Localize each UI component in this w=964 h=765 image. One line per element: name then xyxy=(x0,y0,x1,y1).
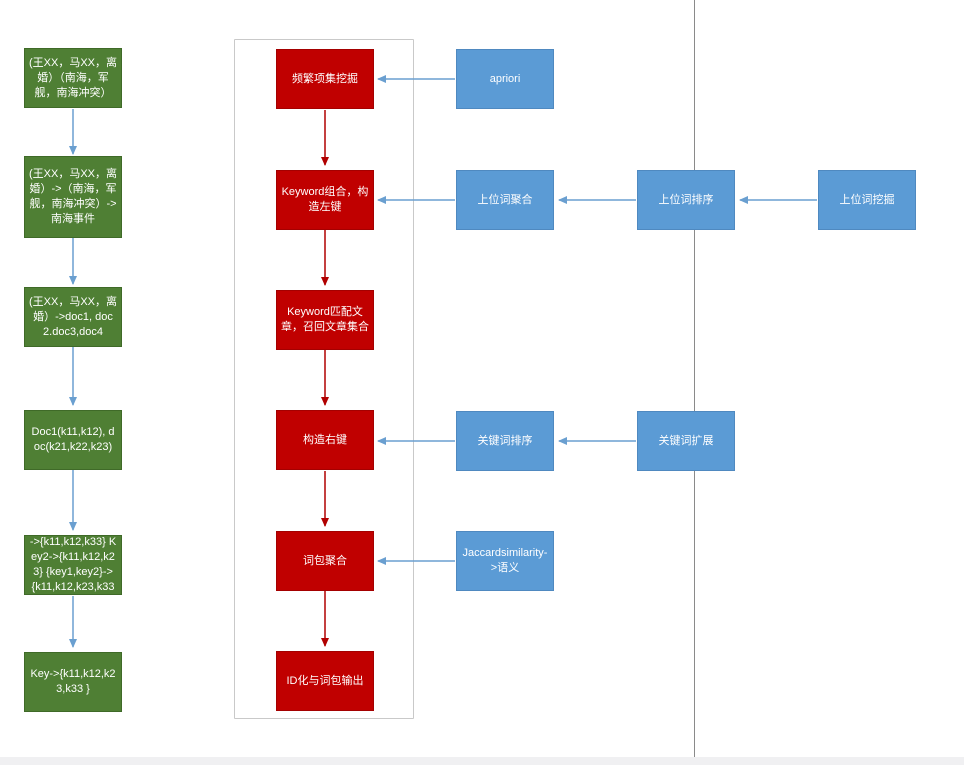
green-node-key-sets: ->{k11,k12,k33} Key2->{k11,k12,k23} {key… xyxy=(24,535,122,595)
blue-node-hypernym-mine: 上位词挖掘 xyxy=(818,170,916,230)
green-node-key-output: Key->{k11,k12,k23,k33 } xyxy=(24,652,122,712)
red-node-bag-aggregation: 词包聚合 xyxy=(276,531,374,591)
bottom-status-strip xyxy=(0,757,964,765)
blue-node-keyword-expand: 关键词扩展 xyxy=(637,411,735,471)
blue-node-apriori: apriori xyxy=(456,49,554,109)
red-node-keyword-left-key: Keyword组合，构造左键 xyxy=(276,170,374,230)
green-node-doc-keys: Doc1(k11,k12), doc(k21,k22,k23) xyxy=(24,410,122,470)
green-node-entity-topic: (王XX，马XX，离婚）（南海，军舰，南海冲突） xyxy=(24,48,122,108)
pipeline-group-frame xyxy=(234,39,414,719)
blue-node-jaccard-similarity: Jaccardsimilarity->语义 xyxy=(456,531,554,591)
green-node-entity-docs: (王XX，马XX，离婚）->doc1, doc2.doc3,doc4 xyxy=(24,287,122,347)
blue-node-keyword-rank: 关键词排序 xyxy=(456,411,554,471)
red-node-frequent-itemset-mining: 频繁项集挖掘 xyxy=(276,49,374,109)
red-node-keyword-match-articles: Keyword匹配文章，召回文章集合 xyxy=(276,290,374,350)
red-node-right-key: 构造右键 xyxy=(276,410,374,470)
swimlane-divider xyxy=(694,0,695,757)
green-node-entity-topic-event: (王XX，马XX，离婚）->（南海，军舰，南海冲突）->南海事件 xyxy=(24,156,122,238)
red-node-id-output: ID化与词包输出 xyxy=(276,651,374,711)
blue-node-hypernym-cluster: 上位词聚合 xyxy=(456,170,554,230)
blue-node-hypernym-rank: 上位词排序 xyxy=(637,170,735,230)
